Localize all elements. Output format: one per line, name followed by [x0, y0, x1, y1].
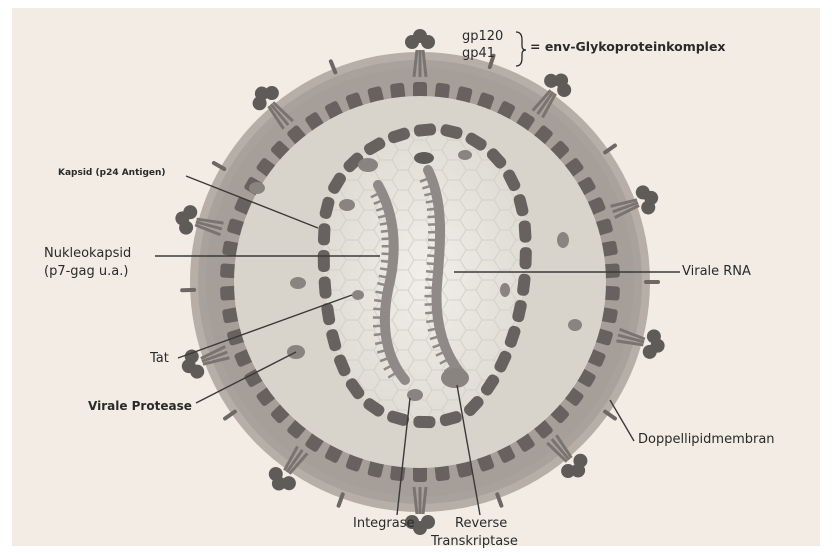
label-virale-protease: Virale Protease	[88, 400, 192, 414]
capsid-segment	[519, 247, 532, 269]
capsid-segment	[413, 123, 436, 137]
label-reverse: Reverse	[455, 517, 507, 532]
capsid-segment	[318, 223, 331, 246]
label-transkriptase: Transkriptase	[431, 535, 518, 550]
label-kapsid: Kapsid (p24 Antigen)	[58, 168, 166, 178]
label-nukleokapsid-line2: (p7-gag u.a.)	[44, 265, 128, 280]
label-tat: Tat	[150, 352, 169, 367]
capsid-segment	[518, 220, 531, 243]
label-env-complex: = env-Glykoproteinkomplex	[530, 40, 726, 54]
label-virale-rna: Virale RNA	[682, 265, 751, 280]
label-gp41: gp41	[462, 47, 495, 62]
capsid-segment	[318, 250, 330, 272]
label-gp120: gp120	[462, 30, 503, 45]
label-doppellipidmembran: Doppellipidmembran	[638, 433, 775, 448]
label-nukleokapsid-line1: Nukleokapsid	[44, 247, 131, 262]
capsid-segment	[413, 416, 435, 428]
capsid-segment	[318, 276, 332, 299]
label-integrase: Integrase	[353, 517, 415, 532]
